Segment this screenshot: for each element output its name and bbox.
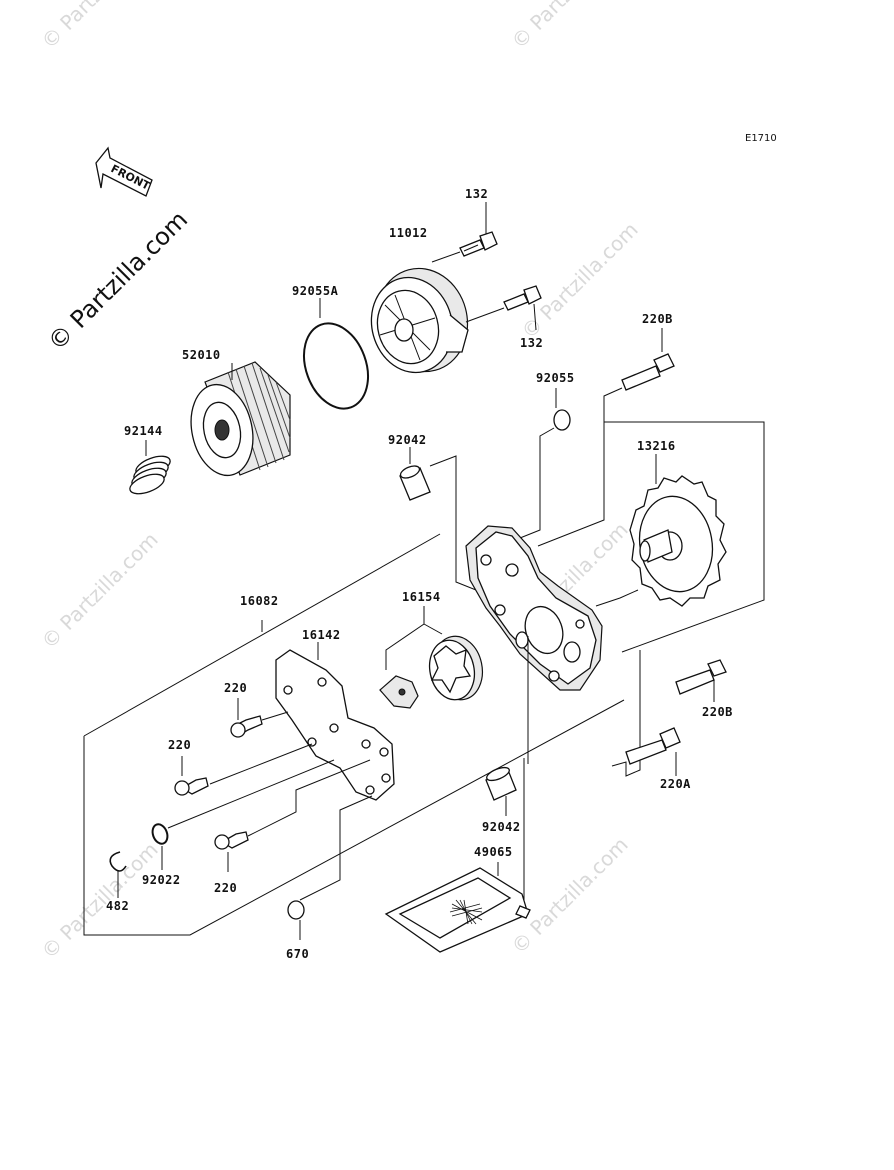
part-label: 16154 <box>402 590 441 604</box>
oil-filter-cover <box>370 267 469 374</box>
oil-screen <box>384 867 531 953</box>
bolt-132-bottom <box>503 285 542 311</box>
partzilla-watermark: © Partzilla.com <box>42 205 193 356</box>
part-label: 92144 <box>124 424 163 438</box>
bolt-220B-top <box>621 353 675 391</box>
part-label: 49065 <box>474 845 513 859</box>
part-label: 220B <box>702 705 733 719</box>
part-label: 220 <box>214 881 237 895</box>
pump-gear <box>629 475 727 607</box>
part-label: 16142 <box>302 628 341 642</box>
watermark-text: © Partzilla.com <box>37 527 163 653</box>
part-label: 220B <box>642 312 673 326</box>
watermark-text: © Partzilla.com <box>507 0 633 54</box>
part-label: 482 <box>106 899 129 913</box>
part-label: 132 <box>465 187 488 201</box>
part-label: 220A <box>660 777 691 791</box>
screw-220-b <box>174 777 209 796</box>
pump-rotors <box>379 635 484 709</box>
dowel-pin-top <box>399 465 431 501</box>
spring <box>129 455 171 495</box>
bolt-132-top <box>459 231 498 257</box>
o-ring-92055A <box>303 322 369 410</box>
part-label: 670 <box>286 947 309 961</box>
bolt-220B-bottom <box>675 659 727 695</box>
dowel-pin-bottom <box>485 766 517 801</box>
bolt-220A <box>625 727 681 765</box>
cover-plate <box>275 649 395 801</box>
front-arrow-icon: FRONT <box>95 146 153 197</box>
screw-220-a <box>230 715 263 738</box>
part-label: 92042 <box>482 820 521 834</box>
part-label: 220 <box>168 738 191 752</box>
watermark-text: © Partzilla.com <box>507 832 633 958</box>
part-label: 11012 <box>389 226 428 240</box>
pump-body <box>465 525 603 691</box>
watermark-text: © Partzilla.com <box>37 837 163 963</box>
diagram-code: E1710 <box>745 133 777 144</box>
o-ring-670 <box>287 900 305 920</box>
part-labels: 132 11012 92055A 132 52010 220B 92144 92… <box>106 187 733 961</box>
circlip-482 <box>109 851 127 872</box>
part-label: 92022 <box>142 873 181 887</box>
washer-92022 <box>151 823 169 845</box>
part-label: 92042 <box>388 433 427 447</box>
part-label: 132 <box>520 336 543 350</box>
part-label: 52010 <box>182 348 221 362</box>
part-label: 16082 <box>240 594 279 608</box>
screw-220-c <box>214 831 249 850</box>
part-label: 92055 <box>536 371 575 385</box>
part-label: 92055A <box>292 284 339 298</box>
part-label: 13216 <box>637 439 676 453</box>
oil-filter <box>190 361 291 477</box>
watermark-text: © Partzilla.com <box>37 0 163 54</box>
o-ring-92055 <box>553 409 571 431</box>
part-label: 220 <box>224 681 247 695</box>
